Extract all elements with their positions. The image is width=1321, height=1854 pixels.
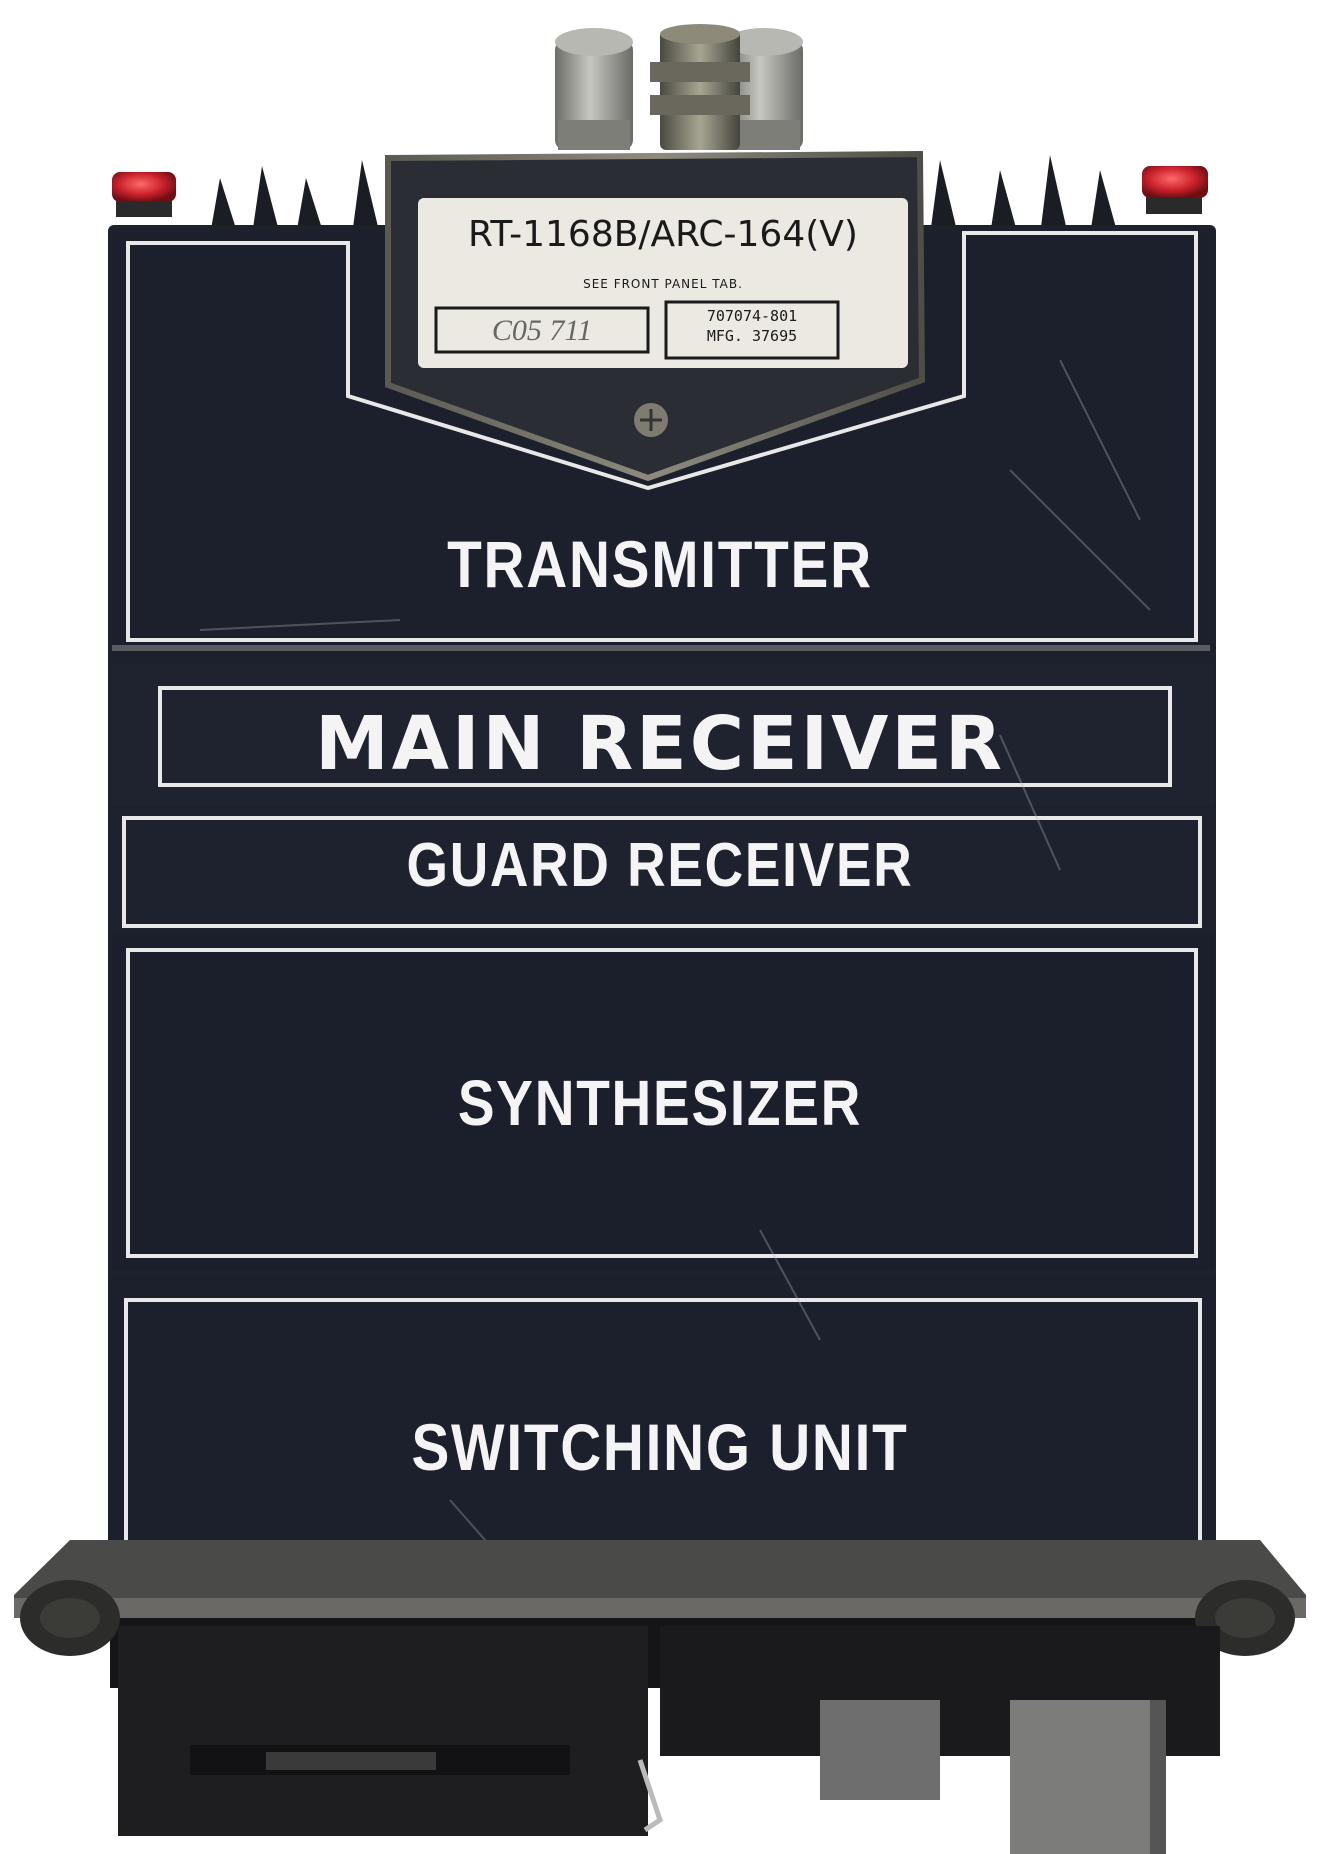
- tag-serial: C05 711: [491, 314, 593, 347]
- guard-receiver-module: [112, 808, 1214, 930]
- tag-mfg: MFG. 37695: [706, 327, 798, 345]
- coax-connector: [650, 24, 750, 150]
- tag-part-number-block: 707074-801 MFG. 37695: [668, 306, 836, 346]
- main-receiver-module: [112, 664, 1214, 806]
- switching-unit-label: SWITCHING UNIT: [411, 1410, 909, 1484]
- synthesizer-label: SYNTHESIZER: [457, 1067, 863, 1139]
- main-receiver-label: MAIN RECEIVER: [315, 701, 1005, 787]
- heatsink-fins: [210, 155, 1118, 235]
- hold-down-left: [20, 1580, 120, 1656]
- id-tag: [418, 198, 908, 368]
- synthesizer-module: [112, 935, 1214, 1270]
- tag-model-number: RT-1168B/ARC-164(V): [468, 214, 858, 255]
- indicator-right: [1142, 166, 1208, 214]
- tag-part-number: 707074-801: [706, 307, 798, 325]
- indicator-left: [112, 172, 176, 217]
- guard-receiver-label: GUARD RECEIVER: [406, 831, 914, 900]
- top-knob-left: [555, 28, 633, 150]
- rear-fitting-gray: [820, 1700, 1166, 1854]
- tag-note: SEE FRONT PANEL TAB.: [583, 277, 743, 291]
- transmitter-label: TRANSMITTER: [447, 527, 873, 601]
